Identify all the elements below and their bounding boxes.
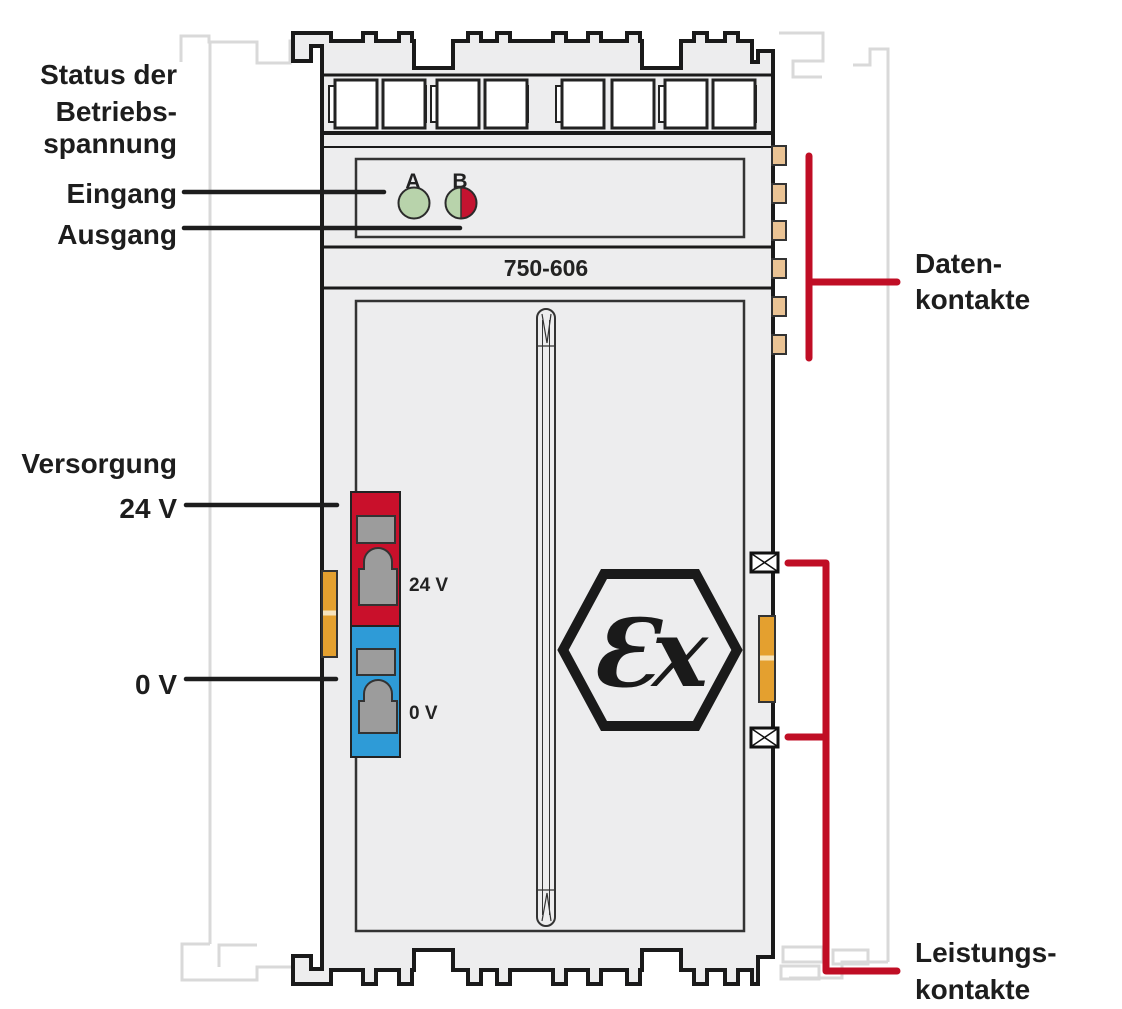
ex-mark-text: Ɛx bbox=[590, 599, 709, 709]
led-a bbox=[397, 186, 431, 220]
release-strap-bottom-detail bbox=[538, 889, 554, 922]
label-leistungs-line1: Leistungs- bbox=[915, 937, 1057, 968]
module-body-outline bbox=[291, 31, 775, 986]
ghost-left-foot-notch bbox=[217, 943, 257, 967]
ghost-right-foot-step3 bbox=[831, 948, 870, 966]
connector-slot bbox=[711, 78, 757, 130]
power-contact-bottom bbox=[749, 726, 780, 749]
ghost-module-left bbox=[179, 34, 310, 982]
label-status-line3: spannung bbox=[43, 128, 177, 159]
outer-labels: Status der Betriebs- spannung Eingang Au… bbox=[21, 59, 1056, 1005]
terminal-24v-slot bbox=[356, 515, 396, 544]
data-contact bbox=[771, 334, 787, 355]
ghost-left-foot-outline bbox=[180, 942, 310, 982]
lower-panel: Ɛx 24 V 0 V bbox=[350, 299, 746, 933]
power-contacts bbox=[749, 551, 780, 749]
terminal-0v-slot bbox=[356, 648, 396, 676]
ghost-right-foot-step2 bbox=[779, 964, 821, 981]
release-strap-top-detail bbox=[538, 313, 554, 347]
ex-hexagon bbox=[557, 569, 743, 731]
annotation-brackets bbox=[784, 152, 901, 975]
ghost-right-rail bbox=[853, 47, 890, 962]
data-contacts bbox=[771, 145, 787, 355]
connector-slot-row bbox=[328, 78, 757, 130]
ghost-right-foot-step1 bbox=[781, 945, 825, 964]
connector-slot bbox=[560, 78, 606, 130]
release-strap-body bbox=[536, 308, 556, 927]
connector-slot bbox=[663, 78, 709, 130]
power-contact-top bbox=[749, 551, 780, 574]
release-strap bbox=[536, 308, 556, 927]
ex-marking: Ɛx bbox=[557, 569, 743, 731]
label-daten-line1: Daten- bbox=[915, 248, 1002, 279]
leistungs-kontakte-bracket bbox=[784, 559, 901, 975]
connector-slot bbox=[381, 78, 427, 130]
module-section-lines bbox=[323, 73, 772, 290]
data-contact bbox=[771, 258, 787, 279]
part-number: 750-606 bbox=[504, 255, 588, 281]
connector-slot bbox=[610, 78, 656, 130]
power-contact-bowtie bbox=[751, 553, 778, 572]
terminal-0v-block: 0 V bbox=[350, 625, 438, 758]
terminal-0v-label: 0 V bbox=[409, 703, 438, 724]
ghost-module-right bbox=[779, 31, 890, 981]
connector-slot bbox=[483, 78, 529, 130]
label-daten-line2: kontakte bbox=[915, 284, 1030, 315]
ghost-left-top-outline bbox=[179, 34, 300, 65]
label-ausgang: Ausgang bbox=[57, 219, 177, 250]
connector-slot bbox=[435, 78, 481, 130]
terminal-0v-clamp bbox=[358, 679, 398, 734]
label-status-line2: Betriebs- bbox=[56, 96, 177, 127]
label-supply-24v: 24 V bbox=[119, 493, 177, 524]
locking-latches bbox=[321, 570, 776, 703]
power-contact-bowtie bbox=[751, 728, 778, 747]
ghost-right-top-outline bbox=[779, 31, 825, 79]
data-contact bbox=[771, 296, 787, 317]
terminal-24v-label: 24 V bbox=[409, 575, 448, 596]
label-supply-0v: 0 V bbox=[135, 669, 177, 700]
terminal-24v-block: 24 V bbox=[350, 491, 448, 627]
led-panel: A B bbox=[354, 157, 746, 239]
data-contact bbox=[771, 220, 787, 241]
connector-slot bbox=[333, 78, 379, 130]
label-leistungs-line2: kontakte bbox=[915, 974, 1030, 1005]
release-strap-ribs bbox=[542, 320, 550, 915]
data-contact bbox=[771, 183, 787, 204]
label-versorgung: Versorgung bbox=[21, 448, 177, 479]
terminal-24v-clamp bbox=[358, 547, 398, 606]
led-b-ring bbox=[444, 186, 478, 220]
led-panel-frame bbox=[354, 157, 746, 239]
label-eingang: Eingang bbox=[67, 178, 177, 209]
label-status-line1: Status der bbox=[40, 59, 177, 90]
daten-kontakte-bracket bbox=[805, 152, 901, 362]
pointer-lines bbox=[181, 189, 463, 682]
data-contact bbox=[771, 145, 787, 166]
